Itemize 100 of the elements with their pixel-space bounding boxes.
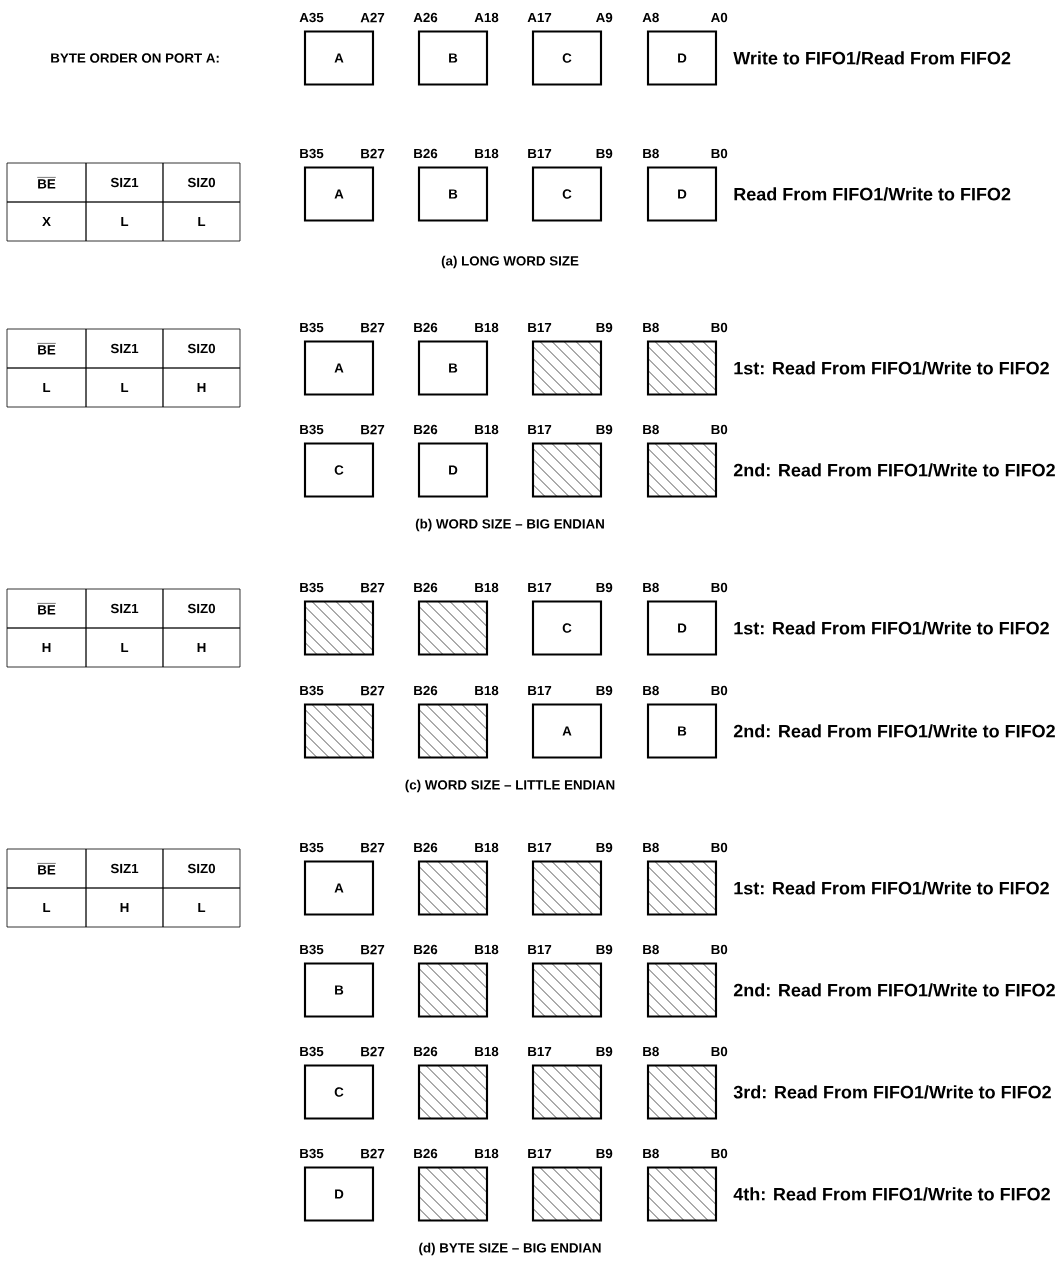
bit-label: B27 <box>361 1148 385 1159</box>
bit-label: B8 <box>643 1148 659 1159</box>
byte-box: C <box>531 30 603 86</box>
table-cell: L <box>85 367 164 408</box>
hatched-box <box>646 442 718 498</box>
bit-label: B9 <box>596 685 613 696</box>
bit-label: B26 <box>414 322 438 333</box>
bit-label: B9 <box>596 424 613 435</box>
byte-box: A <box>303 166 375 222</box>
table-cell: L <box>85 627 164 668</box>
bit-label: B27 <box>361 685 385 696</box>
bit-label: B26 <box>414 944 438 955</box>
hatched-box <box>531 1166 603 1222</box>
hatched-box <box>531 1064 603 1120</box>
bit-label: B17 <box>528 424 552 435</box>
byte-box: B <box>303 962 375 1018</box>
byte-box: D <box>417 442 489 498</box>
bit-label: A26 <box>413 12 438 23</box>
hatched-box <box>531 962 603 1018</box>
bit-label: B8 <box>643 424 659 435</box>
bit-label: B26 <box>414 148 438 159</box>
bit-label: B8 <box>643 582 659 593</box>
byte-box: D <box>303 1166 375 1222</box>
bit-label: A35 <box>299 12 324 23</box>
hatched-box <box>531 860 603 916</box>
bit-label: B18 <box>475 424 499 435</box>
bit-label: B9 <box>596 148 613 159</box>
bit-label: B26 <box>414 424 438 435</box>
bit-label: B18 <box>475 1148 499 1159</box>
hatched-box <box>646 1064 718 1120</box>
hatched-box <box>531 340 603 396</box>
bit-label: B9 <box>596 582 613 593</box>
bit-label: B8 <box>643 148 659 159</box>
table-cell: BE <box>6 328 87 369</box>
table-cell: SIZ1 <box>85 328 164 369</box>
bit-label: B17 <box>528 842 552 853</box>
table-cell: BE <box>6 848 87 889</box>
bit-label: B18 <box>475 685 499 696</box>
bit-label: B27 <box>361 842 385 853</box>
bit-label: B27 <box>361 944 385 955</box>
bit-label: B0 <box>711 1148 728 1159</box>
bit-label: B8 <box>643 944 659 955</box>
table-cell: H <box>162 367 241 408</box>
table-cell: SIZ0 <box>162 162 241 203</box>
hatched-box <box>417 1064 489 1120</box>
bit-label: A9 <box>596 12 613 23</box>
byte-box: A <box>531 703 603 759</box>
bit-label: B18 <box>475 148 499 159</box>
transfer-note: 1st: Read From FIFO1/Write to FIFO2 <box>734 621 1049 635</box>
bit-label: B17 <box>528 322 552 333</box>
bit-label: B8 <box>643 842 659 853</box>
table-cell: X <box>6 201 87 242</box>
bit-label: B0 <box>711 685 728 696</box>
caption: (a) LONG WORD SIZE <box>441 255 579 269</box>
byte-box: C <box>303 1064 375 1120</box>
bit-label: B26 <box>414 842 438 853</box>
table-cell: L <box>162 201 241 242</box>
hatched-box <box>646 962 718 1018</box>
bit-label: B17 <box>528 944 552 955</box>
bit-label: B8 <box>643 1046 659 1057</box>
byte-box: C <box>531 600 603 656</box>
bit-label: A18 <box>474 12 499 23</box>
bit-label: B17 <box>528 1046 552 1057</box>
table-cell: SIZ0 <box>162 328 241 369</box>
hatched-box <box>417 962 489 1018</box>
bit-label: A27 <box>360 12 385 23</box>
hatched-box <box>417 860 489 916</box>
bit-label: B9 <box>596 1046 613 1057</box>
bit-label: B0 <box>711 148 728 159</box>
heading-text: BYTE ORDER ON PORT A: <box>51 53 219 63</box>
byte-box: B <box>417 166 489 222</box>
table-cell: H <box>162 627 241 668</box>
hatched-box <box>646 340 718 396</box>
bit-label: B26 <box>414 1148 438 1159</box>
transfer-note: Write to FIFO1/Read From FIFO2 <box>733 51 1011 65</box>
bit-label: B26 <box>414 582 438 593</box>
table-cell: BE <box>6 588 87 629</box>
byte-box: B <box>417 340 489 396</box>
hatched-box <box>646 1166 718 1222</box>
bit-label: B9 <box>596 1148 613 1159</box>
caption: (d) BYTE SIZE – BIG ENDIAN <box>419 1242 601 1256</box>
byte-box: C <box>303 442 375 498</box>
bit-label: B9 <box>596 842 613 853</box>
table-cell: H <box>85 887 164 928</box>
hatched-box <box>303 703 375 759</box>
hatched-box <box>417 1166 489 1222</box>
bit-label: B17 <box>528 148 552 159</box>
byte-box: B <box>417 30 489 86</box>
byte-box: A <box>303 860 375 916</box>
bit-label: B27 <box>361 582 385 593</box>
byte-box: D <box>646 166 718 222</box>
byte-box: A <box>303 340 375 396</box>
table-cell: SIZ1 <box>85 848 164 889</box>
bit-label: B18 <box>475 842 499 853</box>
bit-label: A17 <box>527 12 552 23</box>
bit-label: B35 <box>300 148 324 159</box>
table-cell: H <box>6 627 87 668</box>
bit-label: B26 <box>414 685 438 696</box>
bit-label: B0 <box>711 322 728 333</box>
bit-label: B35 <box>300 944 324 955</box>
